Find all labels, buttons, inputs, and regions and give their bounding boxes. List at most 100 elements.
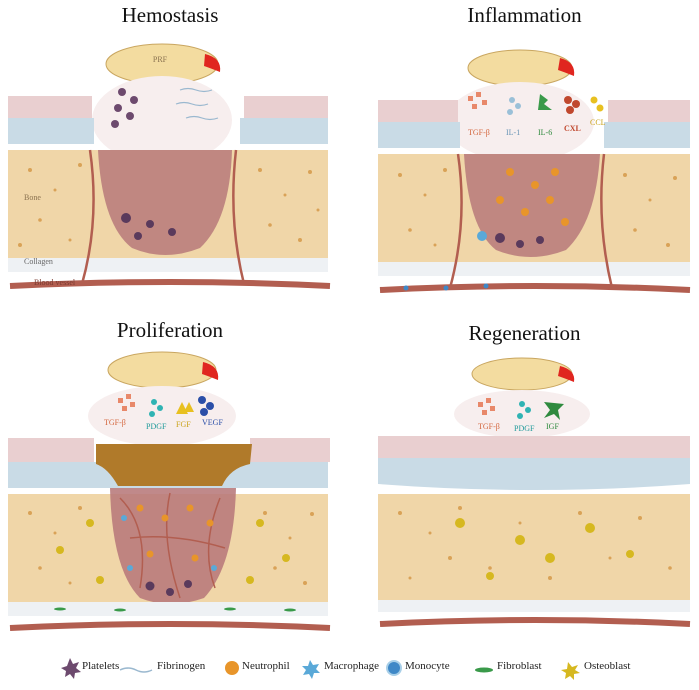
regeneration-diagram [378,357,691,627]
fibroblasts [54,607,296,612]
wound-cloud [446,82,594,162]
skin-layer [378,436,690,458]
macrophage-icon [302,660,320,679]
collagen-label: Collagen [24,257,53,266]
macrophage [477,231,487,241]
proliferation-diagram [8,351,331,631]
skin-left [8,96,92,118]
bone-dots [18,163,320,247]
platelet-cluster [111,88,138,128]
factor-label: VEGF [202,418,223,427]
osteoblast-icon [561,662,580,680]
neutrophils [496,168,569,226]
collagen-band [378,600,690,612]
platelet-clot [495,233,544,248]
tissue-right [604,122,690,148]
proliferation-panel: Proliferation [0,318,340,642]
factor-il6-icon [538,94,552,110]
legend-label: Neutrophil [242,660,290,672]
bone-label: Bone [24,193,41,202]
platelet-clot [121,213,176,240]
prf-red-tip [558,366,575,382]
wound-cloud [92,76,232,164]
vessel-branch [232,149,246,285]
hemostasis-diagram: PRF [8,43,331,289]
skin-right [244,96,328,118]
panel-title-inflammation: Inflammation [467,3,582,27]
skin-right [608,100,690,122]
collagen-band [378,262,690,276]
factor-igf-icon [544,402,564,420]
collagen-band [8,602,328,616]
skin-left [378,100,458,122]
wound-bed [464,154,600,257]
inflammation-panel: Inflammation [350,0,699,310]
panel-title-regeneration: Regeneration [468,321,581,345]
legend-label: Platelets [82,660,120,672]
factor-label: TGF-β [104,418,126,427]
prf-membrane [471,357,573,391]
bone-dots [398,506,672,580]
crust [96,444,252,486]
legend-label: Macrophage [324,660,379,672]
monocytes [403,283,489,291]
factor-label: IL-1 [506,128,521,137]
factor-pdgf-icon [517,401,531,419]
factor-tgf-icon [118,394,135,411]
prf-red-tip [204,54,221,72]
tissue-right [240,118,328,144]
legend-label: Osteoblast [584,660,631,672]
factor-il1-icon [507,97,521,115]
collagen-band [8,258,328,272]
tissue-left [8,118,94,144]
regeneration-panel: Regeneration TGF-β PDGF IGF [350,318,699,642]
osteoblasts [56,519,290,584]
osteoblasts [455,518,634,580]
panel-title-hemostasis: Hemostasis [121,3,219,27]
wound-cloud [88,386,236,446]
vessel-branch [600,153,614,289]
tissue-left [378,122,460,148]
factor-label: CCL [590,118,606,127]
blood-vessel-label: Blood vessel [34,278,76,287]
prf-label: PRF [153,55,168,64]
tissue-layer [378,458,690,490]
neutrophil-icon [225,661,239,675]
skin-left [8,438,94,462]
bone-layer [378,494,690,600]
factor-label: IGF [546,422,559,431]
factor-tgf-icon [478,398,495,415]
factor-ccl-icon [590,96,604,112]
factor-label: TGF-β [468,128,490,137]
fibroblast-icon [475,667,493,673]
new-vessels [119,492,226,599]
factor-label: TGF-β [478,422,500,431]
factor-label: IL-6 [538,128,553,137]
blood-vessel [9,279,331,289]
factor-pdgf-icon [149,399,163,417]
vessel-branch [448,153,463,289]
blood-vessel [379,283,691,293]
legend-label: Monocyte [405,660,450,672]
factor-label: CXL [564,124,581,133]
factor-fgf-icon [176,402,194,414]
legend-icons [61,658,580,680]
factor-label: PDGF [146,422,167,431]
prf-membrane [107,351,217,389]
blood-vessel [379,617,691,627]
bone-dots [398,168,677,247]
blood-vessel [9,621,331,631]
fibrinogen-icon [119,667,153,673]
prf-membrane [467,49,573,87]
bone-dots [28,506,314,585]
legend-label: Fibroblast [497,660,542,672]
wound-bed [98,150,232,255]
factor-vegf-icon [198,396,214,416]
macrophages [121,515,217,571]
factor-cxl-icon [564,96,580,114]
fibrinogen-strands [175,87,219,121]
platelet-clot [145,580,192,596]
panel-title-proliferation: Proliferation [116,318,224,342]
factor-tgf-icon [468,92,487,109]
inflammation-diagram [378,49,691,293]
